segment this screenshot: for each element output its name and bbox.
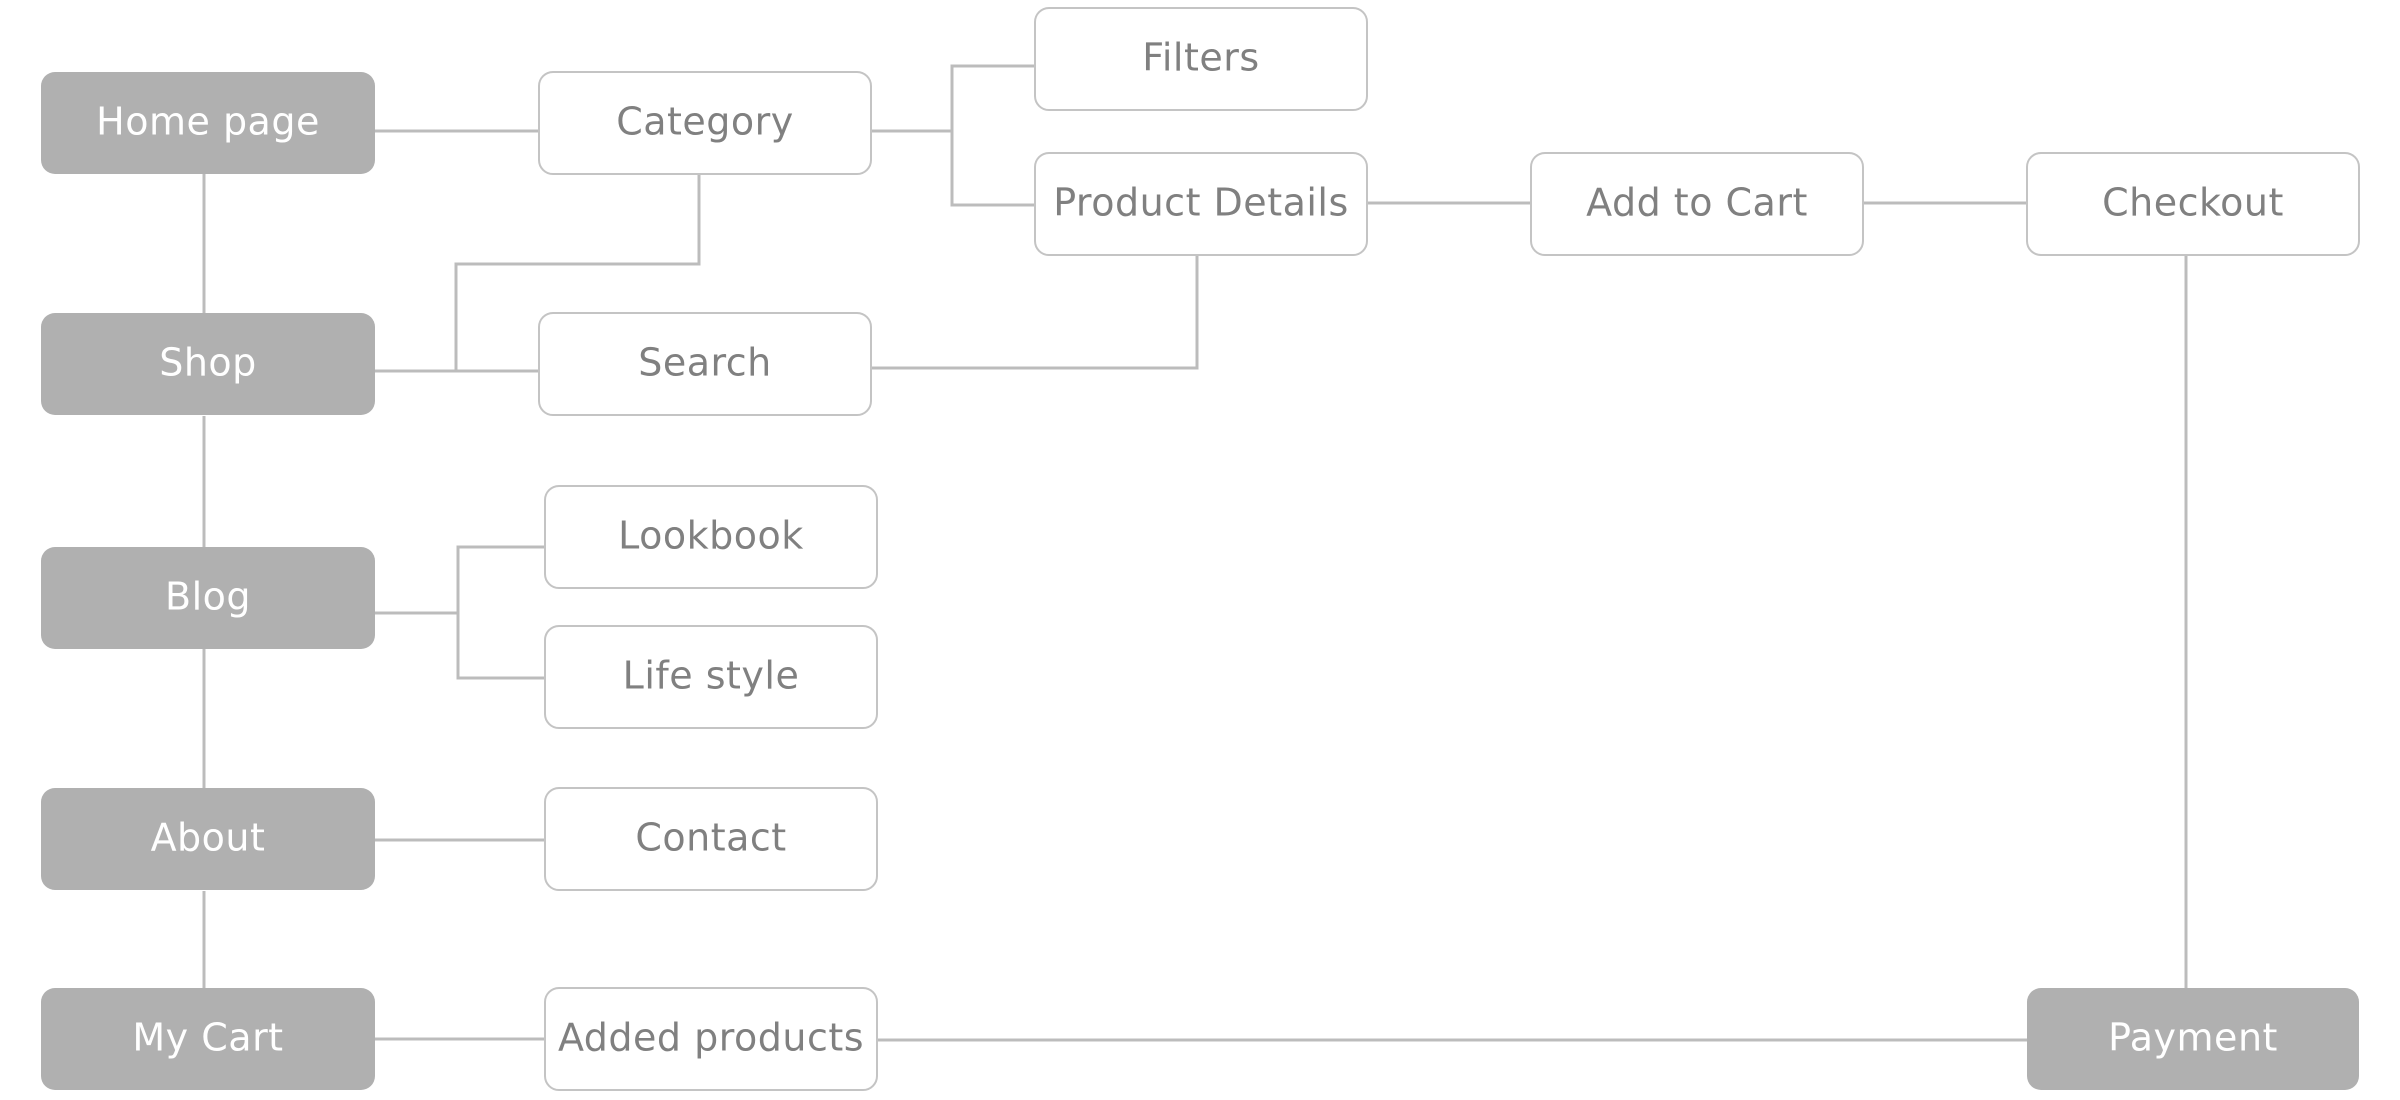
connectors bbox=[202, 64, 2188, 1042]
node-box-mycart bbox=[41, 988, 375, 1090]
connector-category-filters bbox=[871, 64, 1035, 133]
node-box-filters bbox=[1034, 7, 1368, 111]
node-label-payment: Payment bbox=[2108, 1016, 2278, 1060]
node-label-search: Search bbox=[638, 341, 772, 385]
node-box-productdetails bbox=[1034, 152, 1368, 256]
node-label-blog: Blog bbox=[165, 575, 251, 619]
node-label-shop: Shop bbox=[159, 341, 257, 385]
node-box-payment bbox=[2027, 988, 2359, 1090]
connector-category-productdetails bbox=[950, 131, 1035, 207]
node-shop: Shop bbox=[41, 313, 375, 415]
node-addtocart: Add to Cart bbox=[1530, 152, 1864, 256]
node-box-addtocart bbox=[1530, 152, 1864, 256]
node-label-mycart: My Cart bbox=[132, 1016, 283, 1060]
node-lookbook: Lookbook bbox=[544, 485, 878, 589]
node-label-addedproducts: Added products bbox=[558, 1016, 864, 1060]
node-label-contact: Contact bbox=[635, 816, 786, 860]
node-box-about bbox=[41, 788, 375, 890]
connector-blog-lifestyle bbox=[456, 613, 545, 680]
node-label-category: Category bbox=[616, 100, 794, 144]
node-label-lifestyle: Life style bbox=[623, 654, 800, 698]
node-mycart: My Cart bbox=[41, 988, 375, 1090]
node-label-addtocart: Add to Cart bbox=[1586, 181, 1808, 225]
node-checkout: Checkout bbox=[2026, 152, 2360, 256]
node-contact: Contact bbox=[544, 787, 878, 891]
node-payment: Payment bbox=[2027, 988, 2359, 1090]
node-lifestyle: Life style bbox=[544, 625, 878, 729]
node-blog: Blog bbox=[41, 547, 375, 649]
connector-shop-category bbox=[454, 174, 701, 371]
node-productdetails: Product Details bbox=[1034, 152, 1368, 256]
node-label-about: About bbox=[151, 816, 266, 860]
node-addedproducts: Added products bbox=[544, 987, 878, 1091]
node-box-contact bbox=[544, 787, 878, 891]
node-box-checkout bbox=[2026, 152, 2360, 256]
node-about: About bbox=[41, 788, 375, 890]
node-box-category bbox=[538, 71, 872, 175]
connector-blog-lookbook bbox=[375, 545, 545, 615]
node-label-home: Home page bbox=[96, 100, 320, 144]
node-label-lookbook: Lookbook bbox=[618, 514, 804, 558]
node-filters: Filters bbox=[1034, 7, 1368, 111]
node-home: Home page bbox=[41, 72, 375, 174]
node-label-checkout: Checkout bbox=[2102, 181, 2284, 225]
node-label-productdetails: Product Details bbox=[1053, 181, 1349, 225]
node-search: Search bbox=[538, 312, 872, 416]
node-box-search bbox=[538, 312, 872, 416]
connector-search-productdetails bbox=[871, 255, 1199, 370]
node-label-filters: Filters bbox=[1142, 36, 1259, 80]
node-box-lifestyle bbox=[544, 625, 878, 729]
node-box-lookbook bbox=[544, 485, 878, 589]
node-box-shop bbox=[41, 313, 375, 415]
node-box-home bbox=[41, 72, 375, 174]
node-box-addedproducts bbox=[544, 987, 878, 1091]
node-box-blog bbox=[41, 547, 375, 649]
node-category: Category bbox=[538, 71, 872, 175]
